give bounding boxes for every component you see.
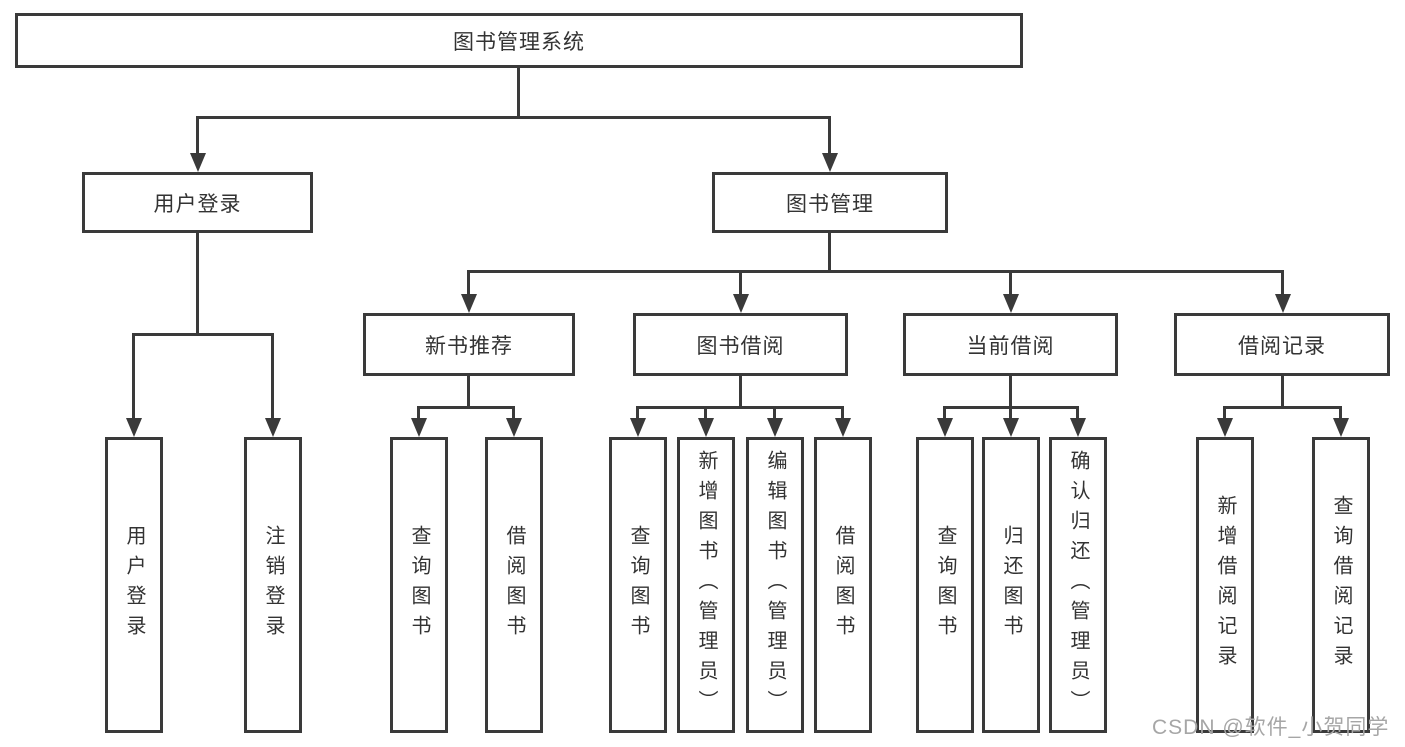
leaf-newbooks-query-books: 查询图书 <box>390 437 448 733</box>
connector-rail-user-login <box>132 333 274 336</box>
node-label-borrow: 图书借阅 <box>696 334 785 358</box>
connector-stem-user-login <box>196 233 199 334</box>
node-label-current: 当前借阅 <box>966 334 1055 358</box>
node-label-records: 借阅记录 <box>1238 334 1326 358</box>
leaf-label-current-query: 查询图书 <box>934 525 956 645</box>
node-label-user-login: 用户登录 <box>153 192 242 216</box>
leaf-newbooks-borrow-books: 借阅图书 <box>485 437 543 733</box>
leaf-current-query-books: 查询图书 <box>916 437 974 733</box>
arrow-to-borrow <box>732 270 749 313</box>
leaf-label-newbooks-borrow: 借阅图书 <box>503 525 525 645</box>
arrow-borrow-leaf-2 <box>697 406 714 437</box>
leaf-label-borrow-edit: 编辑图书（管理员） <box>764 450 786 720</box>
leaf-label-borrow-borrow: 借阅图书 <box>832 525 854 645</box>
node-label-book-mgmt: 图书管理 <box>786 192 874 216</box>
arrow-newbooks-leaf-2 <box>505 406 522 437</box>
leaf-records-query-borrow-record: 查询借阅记录 <box>1312 437 1370 733</box>
connector-bracket-new-books <box>417 406 515 409</box>
leaf-logout-login: 注销登录 <box>244 437 302 733</box>
connector-stem-new-books <box>467 376 470 408</box>
leaf-label-records-query: 查询借阅记录 <box>1330 495 1352 675</box>
arrow-records-leaf-2 <box>1332 406 1349 437</box>
arrow-to-leaf-logout <box>264 333 281 437</box>
arrow-records-leaf-1 <box>1216 406 1233 437</box>
connector-stem-records <box>1281 376 1284 408</box>
connector-rail-level2 <box>196 116 831 119</box>
leaf-borrow-query-books: 查询图书 <box>609 437 667 733</box>
leaf-label-records-add: 新增借阅记录 <box>1214 495 1236 675</box>
arrow-current-leaf-1 <box>936 406 953 437</box>
connector-bracket-records <box>1223 406 1342 409</box>
node-library-management-system: 图书管理系统 <box>15 13 1023 68</box>
leaf-label-current-return: 归还图书 <box>1000 525 1022 645</box>
leaf-user-login: 用户登录 <box>105 437 163 733</box>
connector-trunk-root <box>517 68 520 118</box>
arrow-current-leaf-3 <box>1069 406 1086 437</box>
leaf-label-borrow-query: 查询图书 <box>627 525 649 645</box>
arrow-borrow-leaf-4 <box>834 406 851 437</box>
arrow-to-new-books <box>460 270 477 313</box>
node-new-books: 新书推荐 <box>363 313 575 376</box>
arrow-to-leaf-user-login <box>125 333 142 437</box>
node-label-root: 图书管理系统 <box>453 30 585 54</box>
arrow-borrow-leaf-1 <box>629 406 646 437</box>
leaf-label-logout-login: 注销登录 <box>262 525 284 645</box>
arrow-current-leaf-2 <box>1002 406 1019 437</box>
leaf-borrow-add-books-admin: 新增图书（管理员） <box>677 437 735 733</box>
leaf-borrow-edit-books-admin: 编辑图书（管理员） <box>746 437 804 733</box>
arrow-to-current <box>1002 270 1019 313</box>
arrow-borrow-leaf-3 <box>766 406 783 437</box>
node-current: 当前借阅 <box>903 313 1118 376</box>
node-records: 借阅记录 <box>1174 313 1390 376</box>
leaf-borrow-borrow-books: 借阅图书 <box>814 437 872 733</box>
connector-bracket-borrow <box>636 406 844 409</box>
connector-stem-borrow <box>739 376 742 408</box>
leaf-current-return-books: 归还图书 <box>982 437 1040 733</box>
node-user-login: 用户登录 <box>82 172 313 233</box>
leaf-label-user-login: 用户登录 <box>123 525 145 645</box>
node-borrow: 图书借阅 <box>633 313 848 376</box>
leaf-current-confirm-return-admin: 确认归还（管理员） <box>1049 437 1107 733</box>
arrow-to-records <box>1274 270 1291 313</box>
leaf-label-newbooks-query: 查询图书 <box>408 525 430 645</box>
arrow-to-user-login <box>189 116 206 172</box>
leaf-label-borrow-add: 新增图书（管理员） <box>695 450 717 720</box>
csdn-watermark: CSDN @软件_小贺同学 <box>1152 716 1390 739</box>
connector-rail-level3 <box>467 270 1284 273</box>
connector-stem-book-mgmt <box>828 233 831 273</box>
leaf-label-current-confirm: 确认归还（管理员） <box>1067 450 1089 720</box>
leaf-records-add-borrow-record: 新增借阅记录 <box>1196 437 1254 733</box>
arrow-to-book-mgmt <box>821 116 838 172</box>
connector-stem-current <box>1009 376 1012 408</box>
node-label-new-books: 新书推荐 <box>425 334 513 358</box>
arrow-newbooks-leaf-1 <box>410 406 427 437</box>
node-book-mgmt: 图书管理 <box>712 172 948 233</box>
